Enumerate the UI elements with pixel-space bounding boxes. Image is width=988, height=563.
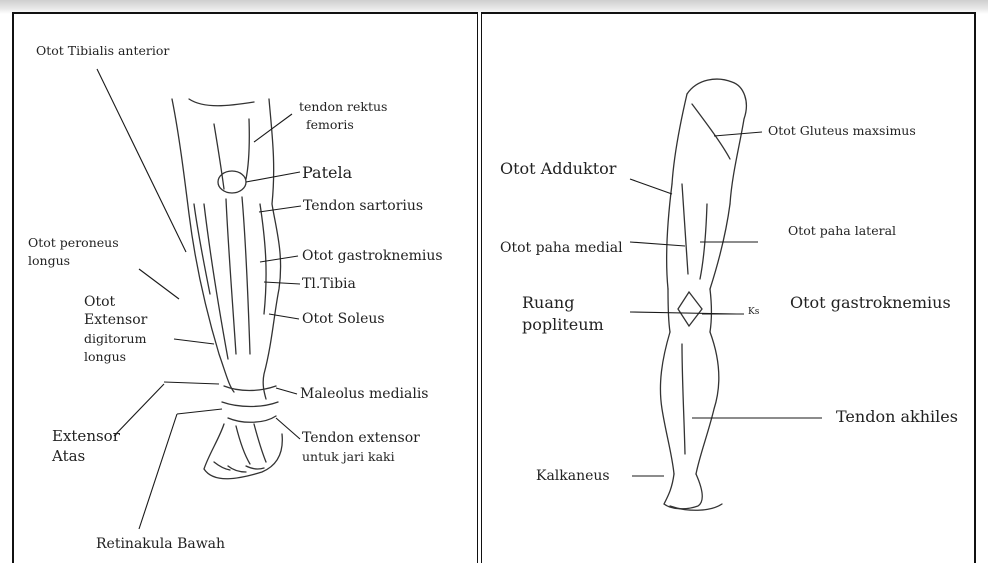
label-peroneus-line1: Otot peroneus — [28, 236, 119, 250]
label-tendon-extensor-line1: Tendon extensor — [302, 430, 420, 446]
label-extensor-dig-line3: digitorum — [84, 332, 146, 346]
label-extensor-atas-line1: Extensor — [52, 428, 120, 445]
label-peroneus-line2: longus — [28, 254, 70, 268]
label-tendon-extensor-line2: untuk jari kaki — [302, 450, 395, 464]
label-adduktor: Otot Adduktor — [500, 160, 616, 178]
label-extensor-dig-line1: Otot — [84, 294, 115, 310]
label-extensor-dig-line2: Extensor — [84, 312, 147, 328]
anterior-leg-illustration — [14, 14, 478, 563]
label-ks: Ks — [748, 307, 759, 317]
left-panel-anterior-leg: Otot Tibialis anterior tendon rektus fem… — [12, 12, 478, 563]
label-patela: Patela — [302, 164, 352, 182]
label-ruang-line1: Ruang — [522, 294, 574, 312]
label-extensor-dig-line4: longus — [84, 350, 126, 364]
label-kalkaneus: Kalkaneus — [536, 468, 610, 484]
label-gastroknemius-right: Otot gastroknemius — [790, 294, 951, 312]
label-gastroknemius-left: Otot gastroknemius — [302, 248, 443, 264]
label-tendon-rektus-line2: femoris — [306, 118, 354, 132]
label-paha-medial: Otot paha medial — [500, 240, 623, 256]
label-akhiles: Tendon akhiles — [836, 408, 958, 426]
label-gluteus: Otot Gluteus maxsimus — [768, 124, 916, 138]
label-ruang-line2: popliteum — [522, 316, 604, 334]
label-paha-lateral: Otot paha lateral — [788, 224, 896, 238]
label-soleus: Otot Soleus — [302, 311, 385, 327]
label-maleolus: Maleolus medialis — [300, 386, 429, 402]
label-extensor-atas-line2: Atas — [52, 448, 85, 465]
label-tibialis-anterior: Otot Tibialis anterior — [36, 44, 169, 58]
label-tendon-rektus-line1: tendon rektus — [299, 100, 387, 114]
leader-tibialis — [97, 69, 186, 252]
label-retinakula: Retinakula Bawah — [96, 536, 225, 552]
label-tl-tibia: Tl.Tibia — [302, 276, 356, 292]
label-tendon-sartorius: Tendon sartorius — [303, 198, 423, 214]
right-panel-posterior-leg: Otot Gluteus maxsimus Otot Adduktor Otot… — [481, 12, 976, 563]
